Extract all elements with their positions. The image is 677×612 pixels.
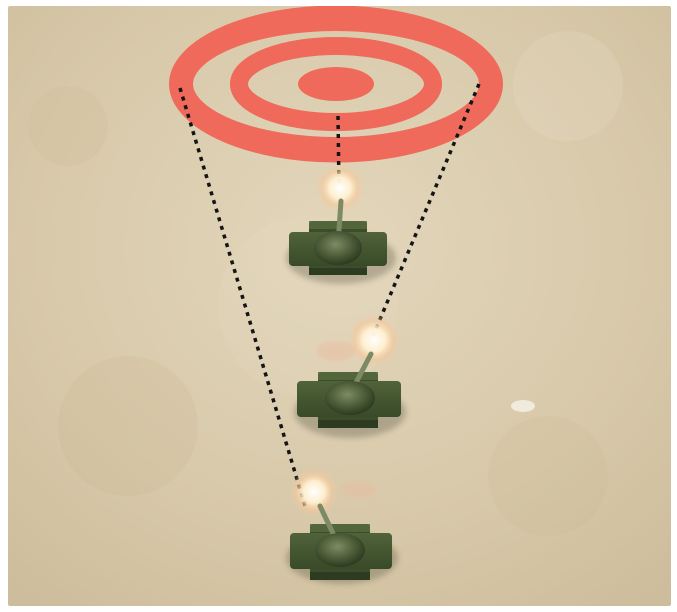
battlefield-canvas (8, 6, 671, 606)
pebble (511, 400, 535, 412)
muzzle-flash-2 (348, 314, 400, 366)
battlefield (8, 6, 671, 606)
muzzle-flash-3 (290, 468, 338, 516)
